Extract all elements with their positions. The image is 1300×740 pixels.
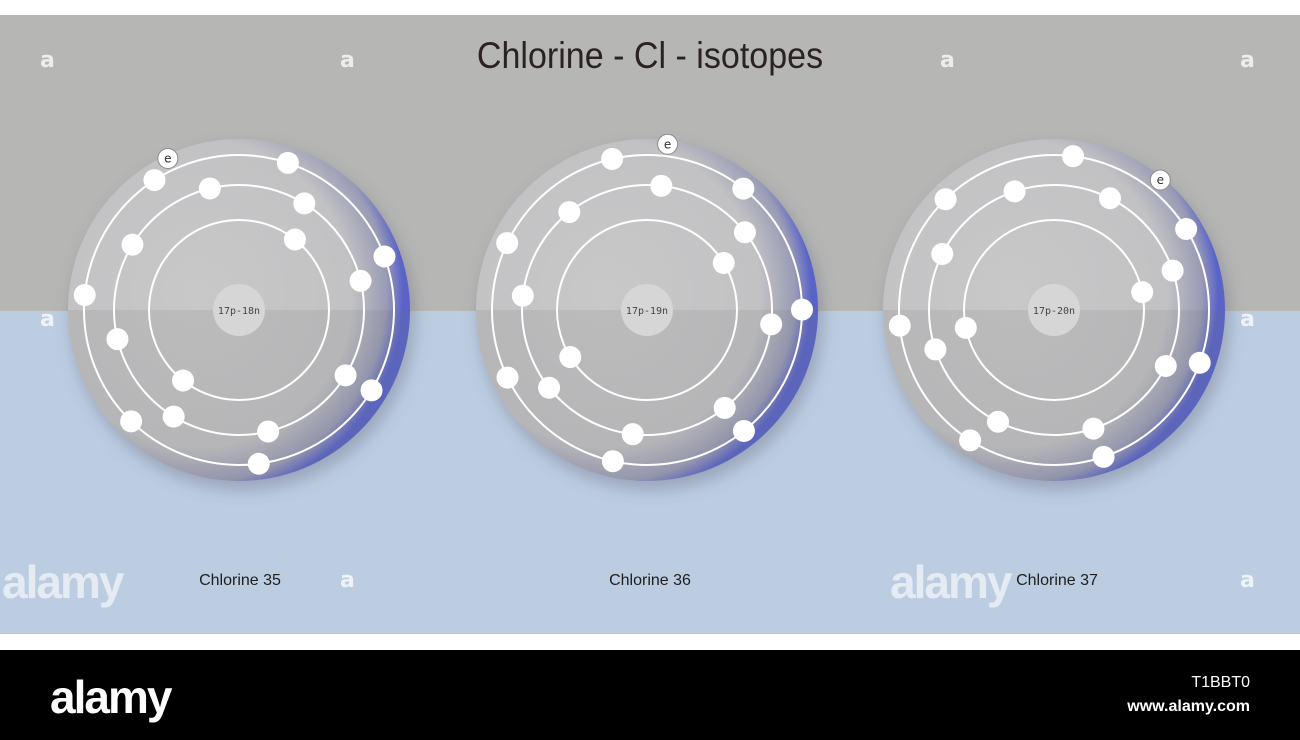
watermark-mark: a: [1240, 568, 1255, 593]
electron: [733, 221, 756, 244]
electron-symbol: e: [1157, 173, 1164, 187]
electron-shell-1: [963, 219, 1145, 401]
electron-marker: [157, 148, 179, 170]
diagram-panel: Chlorine - Cl - isotopes 17p-18n e 17p-19…: [0, 15, 1300, 634]
electron: [143, 169, 166, 192]
nucleus: [621, 284, 673, 336]
electron-symbol: e: [164, 152, 171, 166]
nucleus-label: 17p-20n: [1033, 306, 1075, 317]
electron: [121, 233, 144, 256]
electron-marker: [657, 133, 679, 155]
watermark-mark: a: [40, 307, 55, 332]
electron: [1175, 217, 1198, 240]
image-id: T1BBT0: [1191, 674, 1250, 691]
footer-bar: alamy T1BBT0 www.alamy.com: [0, 650, 1300, 740]
watermark-mark: a: [40, 48, 55, 73]
electron: [1099, 187, 1122, 210]
caption-chlorine-36: Chlorine 36: [609, 572, 691, 589]
electron: [888, 314, 911, 337]
electron: [1154, 355, 1177, 378]
watermark-mark: a: [340, 568, 355, 593]
electron: [954, 316, 977, 339]
electron-shell-3: [898, 154, 1210, 466]
electron-shell-1: [148, 219, 330, 401]
electron-shell-2: [521, 184, 773, 436]
electron-shell-3: [83, 154, 395, 466]
electron: [106, 328, 129, 351]
watermark-mark: a: [1240, 307, 1255, 332]
electron: [257, 420, 280, 443]
electron: [559, 346, 582, 369]
nucleus: [1028, 284, 1080, 336]
electron: [283, 228, 306, 251]
electron: [1131, 281, 1154, 304]
electron: [511, 284, 534, 307]
watermark-mark: a: [940, 48, 955, 73]
electron-marker: [1149, 169, 1171, 191]
atom-diagram-chlorine-37: 17p-20n e: [883, 139, 1230, 490]
electron: [247, 452, 270, 475]
electron: [790, 298, 813, 321]
electron: [601, 450, 624, 473]
diagram-title: Chlorine - Cl - isotopes: [476, 35, 824, 76]
electron: [73, 284, 96, 307]
watermark-mark: a: [1240, 48, 1255, 73]
caption-chlorine-35: Chlorine 35: [199, 572, 281, 589]
caption-chlorine-37: Chlorine 37: [1016, 572, 1098, 589]
nucleus: [213, 284, 265, 336]
electron: [959, 429, 982, 452]
atom-diagram-chlorine-36: 17p-19n e: [476, 133, 823, 490]
electron: [276, 151, 299, 174]
electron-shell-1: [556, 219, 738, 401]
electron: [293, 192, 316, 215]
electron-shell-2: [928, 184, 1180, 436]
watermark-brand: alamy: [2, 556, 124, 608]
electron: [732, 419, 755, 442]
watermark-brand: alamy: [890, 556, 1012, 608]
electron: [1062, 145, 1085, 168]
electron: [172, 369, 195, 392]
electron: [650, 174, 673, 197]
electron: [1161, 259, 1184, 282]
brand-logo: alamy: [50, 671, 172, 723]
electron-symbol: e: [664, 137, 671, 151]
electron: [1082, 417, 1105, 440]
electron: [120, 410, 143, 433]
electron: [931, 242, 954, 265]
electron: [732, 177, 755, 200]
electron: [496, 232, 519, 255]
electron: [1092, 445, 1115, 468]
electron: [621, 423, 644, 446]
electron: [760, 313, 783, 336]
electron: [198, 177, 221, 200]
electron: [538, 376, 561, 399]
electron: [601, 147, 624, 170]
electron: [1188, 351, 1211, 374]
electron: [924, 338, 947, 361]
watermark-mark: a: [340, 48, 355, 73]
electron: [334, 364, 357, 387]
electron: [713, 396, 736, 419]
electron: [712, 251, 735, 274]
site-url: www.alamy.com: [1127, 698, 1250, 715]
electron: [558, 201, 581, 224]
nucleus-label: 17p-18n: [218, 306, 260, 317]
electron-shell-2: [113, 184, 365, 436]
electron: [162, 405, 185, 428]
electron: [934, 188, 957, 211]
nucleus-label: 17p-19n: [626, 306, 668, 317]
electron: [1003, 180, 1026, 203]
electron: [373, 245, 396, 268]
atom-diagram-chlorine-35: 17p-18n e: [68, 139, 415, 490]
electron: [360, 379, 383, 402]
electron: [986, 410, 1009, 433]
electron: [349, 269, 372, 292]
electron: [496, 366, 519, 389]
